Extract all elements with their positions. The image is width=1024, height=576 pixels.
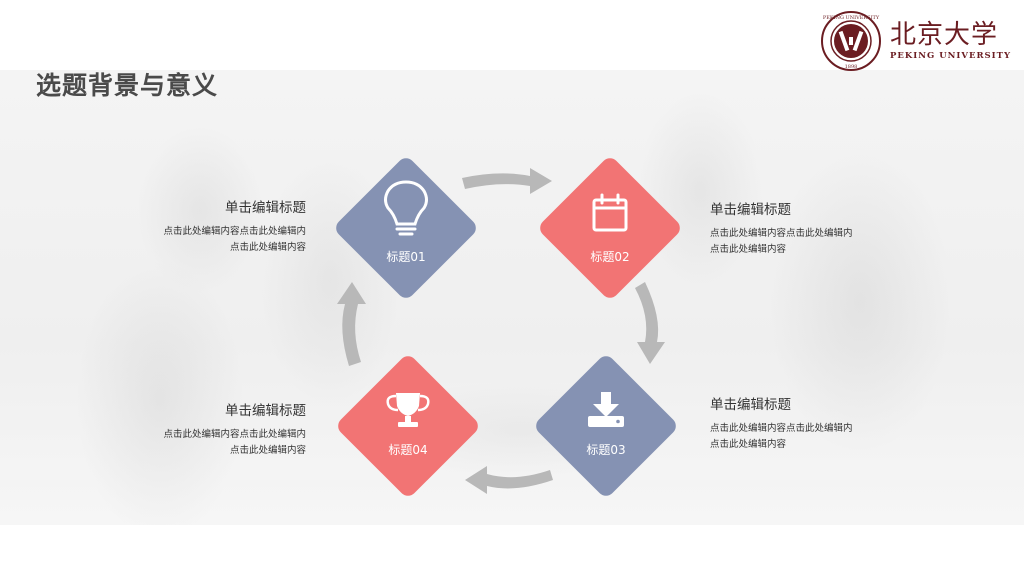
block-body-line: 点击此处编辑内容点击此处编辑内	[710, 423, 853, 434]
block-body-line: 点击此处编辑内容	[710, 244, 787, 255]
arrow-3-to-4	[465, 466, 553, 494]
logo-name-cn: 北京大学	[890, 20, 999, 50]
step-label-04: 标题04	[388, 443, 428, 457]
arrow-1-to-2	[462, 168, 552, 194]
block-heading: 单击编辑标题	[225, 403, 306, 419]
block-heading: 单击编辑标题	[710, 397, 791, 413]
text-block-top-left[interactable]: 单击编辑标题 点击此处编辑内容点击此处编辑内 点击此处编辑内容	[106, 196, 306, 256]
block-body-line: 点击此处编辑内容点击此处编辑内	[163, 226, 306, 237]
block-body-line: 点击此处编辑内容	[710, 439, 787, 450]
arrow-4-to-1	[337, 282, 366, 366]
block-body: 点击此处编辑内容点击此处编辑内 点击此处编辑内容	[710, 421, 910, 453]
download-icon	[588, 392, 624, 427]
slide-title: 选题背景与意义	[36, 71, 219, 100]
block-body-line: 点击此处编辑内容	[229, 445, 306, 456]
calendar-icon	[592, 193, 628, 232]
university-seal-logo: PEKING UNIVERSITY 1898	[821, 11, 881, 71]
block-body-line: 点击此处编辑内容点击此处编辑内	[710, 228, 853, 239]
block-body-line: 点击此处编辑内容	[229, 242, 306, 253]
step-label-02: 标题02	[590, 250, 630, 264]
background-photo	[0, 70, 1024, 525]
step-diamond-02	[540, 158, 680, 298]
block-body: 点击此处编辑内容点击此处编辑内 点击此处编辑内容	[710, 226, 910, 258]
logo-name-en: PEKING UNIVERSITY	[890, 51, 1012, 61]
text-block-bottom-left[interactable]: 单击编辑标题 点击此处编辑内容点击此处编辑内 点击此处编辑内容	[106, 399, 306, 459]
block-body-line: 点击此处编辑内容点击此处编辑内	[163, 429, 306, 440]
lightbulb-icon	[384, 180, 428, 236]
trophy-icon	[386, 393, 430, 427]
text-block-top-right[interactable]: 单击编辑标题 点击此处编辑内容点击此处编辑内 点击此处编辑内容	[710, 198, 910, 258]
step-label-03: 标题03	[586, 443, 626, 457]
block-body: 点击此处编辑内容点击此处编辑内 点击此处编辑内容	[106, 224, 306, 256]
arrow-2-to-3	[635, 282, 665, 364]
svg-text:1898: 1898	[845, 64, 858, 70]
block-heading: 单击编辑标题	[225, 200, 306, 216]
block-heading: 单击编辑标题	[710, 202, 791, 218]
svg-text:PEKING UNIVERSITY: PEKING UNIVERSITY	[823, 15, 880, 21]
block-body: 点击此处编辑内容点击此处编辑内 点击此处编辑内容	[106, 427, 306, 459]
text-block-bottom-right[interactable]: 单击编辑标题 点击此处编辑内容点击此处编辑内 点击此处编辑内容	[710, 393, 910, 453]
step-label-01: 标题01	[386, 250, 426, 264]
